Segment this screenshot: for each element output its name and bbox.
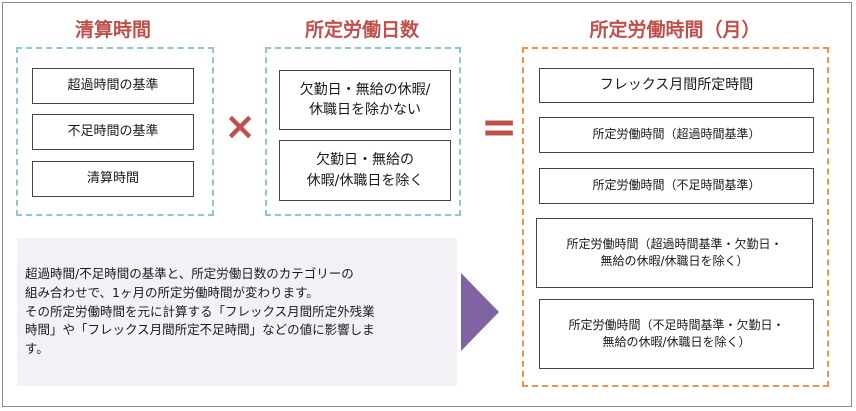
diagram-frame xyxy=(2,2,852,407)
settlement-box-overtime-basis: 超過時間の基準 xyxy=(32,68,194,104)
settlement-group xyxy=(16,47,214,216)
note-line: 超過時間/不足時間の基準と、所定労働日数のカテゴリーの xyxy=(25,266,354,281)
workdays-box-excluding: 欠勤日・無給の 休暇/休職日を除く xyxy=(279,140,451,201)
multiply-operator: × xyxy=(224,104,256,148)
monthly-box-shortage-excluding: 所定労働時間（不足時間基準・欠勤日・ 無給の休暇/休職日を除く） xyxy=(539,299,814,369)
heading-settlement-time: 清算時間 xyxy=(74,19,151,41)
note-line: 組み合わせで、1ヶ月の所定労働時間が変わります。 xyxy=(25,284,319,300)
settlement-box-shortage-basis: 不足時間の基準 xyxy=(32,114,194,150)
right-arrow-icon xyxy=(461,273,499,351)
note-line: す。 xyxy=(25,341,49,356)
monthly-hours-group xyxy=(522,47,829,387)
note-line: 時間」や「フレックス月間所定不足時間」などの値に影響しま xyxy=(25,322,375,338)
workdays-box-not-excluding: 欠勤日・無給の休暇/ 休職日を除かない xyxy=(279,70,451,130)
monthly-box-overtime-basis: 所定労働時間（超過時間基準） xyxy=(539,117,814,153)
monthly-box-flex-monthly: フレックス月間所定時間 xyxy=(539,68,814,103)
heading-working-days: 所定労働日数 xyxy=(304,19,419,41)
workdays-group xyxy=(265,47,461,216)
equals-operator: = xyxy=(480,102,518,153)
explanation-note: 超過時間/不足時間の基準と、所定労働日数のカテゴリーの 組み合わせで、1ヶ月の所… xyxy=(17,238,457,386)
monthly-box-shortage-basis: 所定労働時間（不足時間基準） xyxy=(539,168,814,204)
monthly-box-overtime-excluding: 所定労働時間（超過時間基準・欠勤日・ 無給の休暇/休職日を除く） xyxy=(536,218,813,288)
settlement-box-settlement-time: 清算時間 xyxy=(32,161,194,197)
heading-monthly-hours: 所定労働時間（月） xyxy=(589,19,761,41)
note-line: その所定労働時間を元に計算する「フレックス月間所定外残業 xyxy=(25,303,375,319)
